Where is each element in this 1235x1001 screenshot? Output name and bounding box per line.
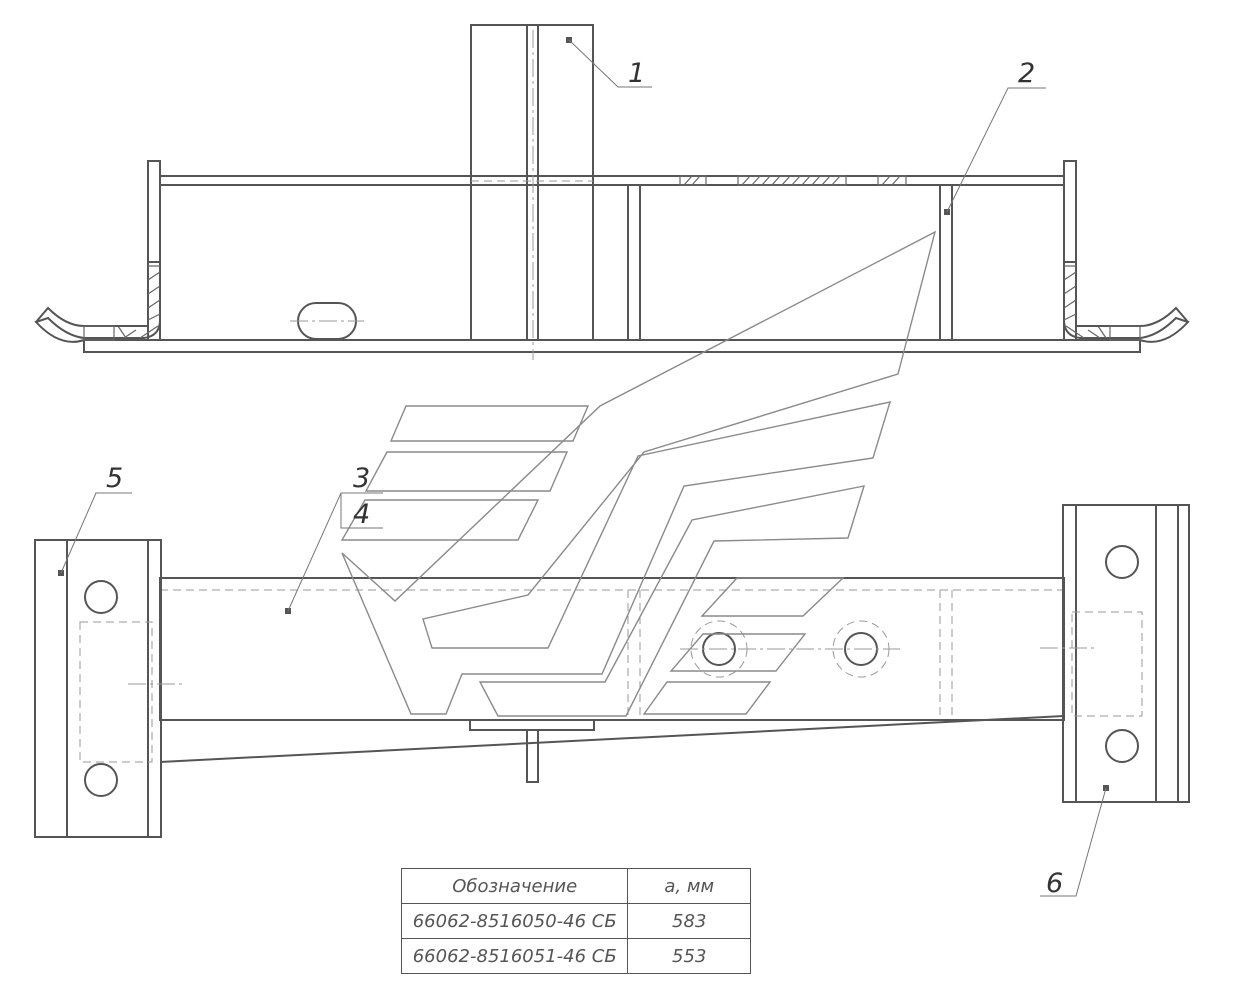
callout-6-label: 6 (1046, 868, 1063, 899)
callout-4-label: 4 (353, 499, 370, 530)
right-flange-hole-bottom (1105, 729, 1139, 763)
central-post (470, 24, 594, 341)
column-header-designation: Обозначение (400, 868, 629, 904)
designation-table: Обозначение а, мм 66062-8516050-46 СБ 58… (400, 868, 751, 974)
callout-3-label: 3 (353, 463, 370, 494)
right-end-plate (1063, 160, 1077, 341)
callout-5: 5 (58, 463, 132, 576)
callout-5-label: 5 (106, 463, 123, 494)
table-header-row: Обозначение а, мм (400, 868, 751, 904)
left-bent-foot (34, 261, 161, 343)
callout-3: 3 (285, 463, 383, 614)
stylized-wing-logo (340, 230, 937, 717)
table-row: 66062-8516050-46 СБ 583 (400, 903, 751, 939)
callout-2-label: 2 (1018, 58, 1035, 89)
table-cell-dimension: 553 (627, 938, 751, 974)
callout-4: 4 (340, 493, 383, 530)
left-flange (34, 539, 162, 838)
top-rail (159, 175, 1065, 186)
table-cell-dimension: 583 (627, 903, 751, 939)
left-flange-hole-bottom (84, 763, 118, 797)
right-flange-hole-top (1105, 545, 1139, 579)
main-beam (159, 577, 1065, 721)
base-plate (83, 339, 1141, 353)
table-row: 66062-8516051-46 СБ 553 (400, 938, 751, 974)
rib-left (627, 184, 641, 341)
right-flange (1062, 504, 1190, 803)
callout-1: 1 (566, 37, 652, 89)
callout-1-label: 1 (628, 58, 645, 89)
callout-6: 6 (1040, 785, 1109, 899)
pin (526, 729, 539, 783)
right-bent-foot (1063, 261, 1190, 343)
pin-plate (469, 719, 595, 731)
top-rail-hatch (679, 175, 907, 186)
rib-right (939, 184, 953, 341)
bottom-view (34, 504, 1190, 838)
top-view (34, 24, 1190, 360)
column-header-dimension: а, мм (627, 868, 751, 904)
table-cell-designation: 66062-8516051-46 СБ (400, 938, 629, 974)
left-flange-hole-top (84, 580, 118, 614)
callout-2: 2 (944, 58, 1046, 215)
left-end-plate (147, 160, 161, 341)
table-cell-designation: 66062-8516050-46 СБ (400, 903, 629, 939)
